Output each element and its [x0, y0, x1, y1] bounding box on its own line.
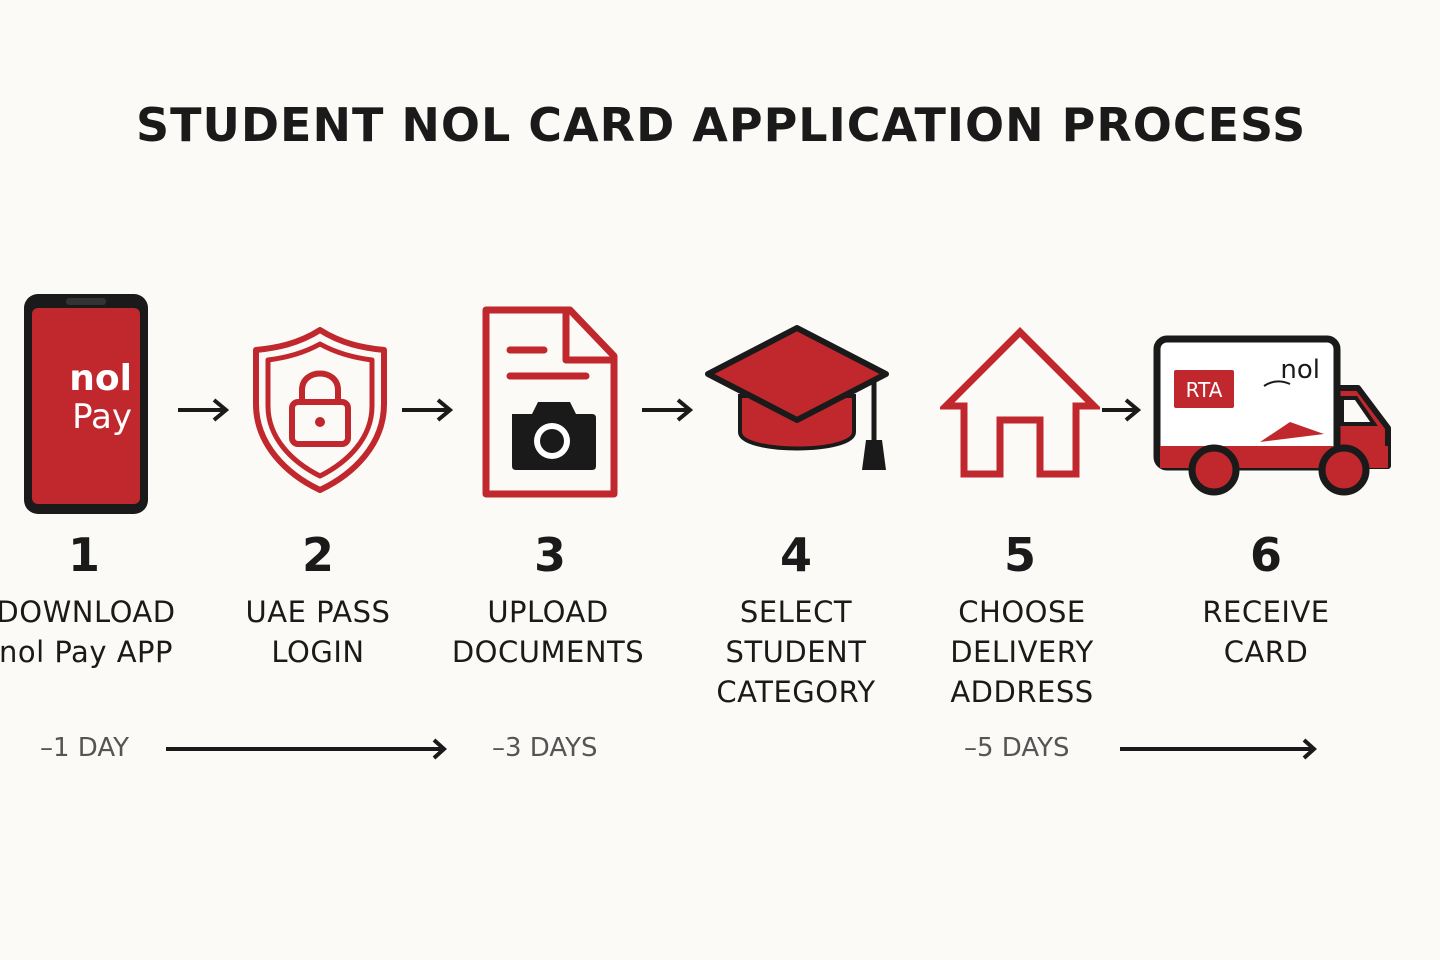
document-camera-icon	[482, 306, 618, 498]
truck-text-nol: nol	[1280, 355, 1320, 385]
duration-label: –5 DAYS	[964, 733, 1070, 763]
step-4-label-line: CATEGORY	[716, 675, 876, 709]
step-5-label: CHOOSE DELIVERY ADDRESS	[902, 592, 1142, 712]
step-2-label-line: LOGIN	[271, 635, 365, 669]
step-3-label-line: UPLOAD	[487, 595, 609, 629]
arrow-right-icon	[402, 398, 454, 422]
step-1-label-line: nol Pay APP	[0, 635, 174, 669]
step-3-label-line: DOCUMENTS	[451, 635, 645, 669]
duration-label: –3 DAYS	[492, 733, 598, 763]
page-title: STUDENT NOL CARD APPLICATION PROCESS	[136, 98, 1307, 152]
graduation-cap-icon	[705, 325, 889, 470]
arrow-right-icon	[642, 398, 694, 422]
phone-text-pay: Pay	[72, 397, 132, 437]
step-6-label-line: RECEIVE	[1202, 595, 1330, 629]
step-4-number: 4	[779, 528, 812, 582]
step-2-label: UAE PASS LOGIN	[198, 592, 438, 672]
step-6-label: RECEIVE CARD	[1146, 592, 1386, 672]
timeline-arrow	[1120, 738, 1317, 760]
house-icon	[940, 327, 1100, 478]
step-3-number: 3	[533, 528, 566, 582]
shield-lock-icon	[253, 327, 387, 493]
step-2-label-line: UAE PASS	[245, 595, 391, 629]
step-3-label: UPLOAD DOCUMENTS	[428, 592, 668, 672]
step-5-label-line: ADDRESS	[950, 675, 1094, 709]
duration-label: –1 DAY	[40, 733, 130, 763]
step-1-number: 1	[67, 528, 100, 582]
step-4-label-line: SELECT	[739, 595, 853, 629]
step-4-label: SELECT STUDENT CATEGORY	[676, 592, 916, 712]
step-1-label: DOWNLOAD nol Pay APP	[0, 592, 206, 672]
step-4-label-line: STUDENT	[725, 635, 867, 669]
step-5-label-line: DELIVERY	[950, 635, 1094, 669]
step-1-label-line: DOWNLOAD	[0, 595, 176, 629]
step-6-number: 6	[1249, 528, 1282, 582]
truck-text-rta: RTA	[1186, 378, 1223, 402]
delivery-truck-icon: RTA nol	[1153, 335, 1391, 496]
arrow-right-icon	[1102, 398, 1142, 422]
phone-text-nol: nol	[69, 358, 132, 399]
step-5-label-line: CHOOSE	[958, 595, 1086, 629]
phone-icon: nol Pay	[24, 294, 148, 514]
timeline-arrow	[166, 738, 447, 760]
step-6-label-line: CARD	[1223, 635, 1309, 669]
step-5-number: 5	[1003, 528, 1036, 582]
arrow-right-icon	[178, 398, 230, 422]
step-2-number: 2	[301, 528, 334, 582]
